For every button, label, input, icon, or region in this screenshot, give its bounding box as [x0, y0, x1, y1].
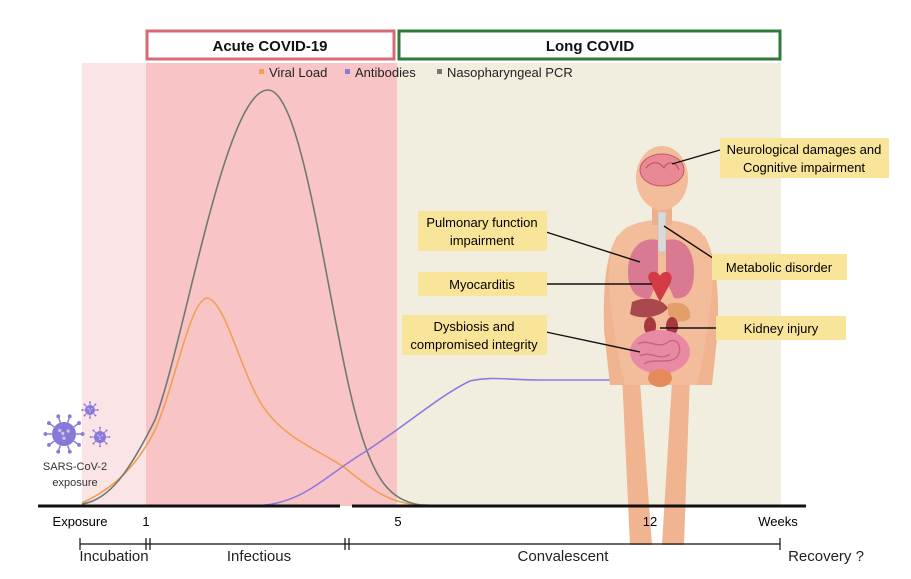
tick-label-exposure: Exposure [53, 514, 108, 529]
acute-region [146, 63, 397, 506]
callout-dysbiosis-line1: Dysbiosis and [434, 319, 515, 334]
acute-covid-label: Acute COVID-19 [212, 38, 327, 55]
callout-dysbiosis-line2: compromised integrity [410, 337, 538, 352]
callout-dysbiosis: Dysbiosis and compromised integrity [402, 315, 547, 355]
stage-labels: Incubation Infectious Convalescent Recov… [79, 548, 864, 565]
callout-kidney: Kidney injury [716, 316, 846, 340]
acute-covid-header: Acute COVID-19 [145, 29, 396, 61]
legend-label-antibodies: Antibodies [355, 65, 416, 80]
timeline-axis: Exposure 1 5 12 Weeks [38, 504, 806, 529]
long-covid-header: Long COVID [397, 29, 782, 61]
tick-label-week-5: 5 [394, 514, 401, 529]
callout-pulmonary-line2: impairment [450, 233, 515, 248]
brain-icon [639, 153, 685, 187]
virus-label-line1: SARS-CoV-2 [43, 461, 107, 473]
legend-swatch-antibodies [345, 69, 350, 74]
callout-neurological-line1: Neurological damages and [727, 142, 882, 157]
virus-label-line2: exposure [52, 477, 97, 489]
legend-swatch-pcr [437, 69, 442, 74]
long-covid-label: Long COVID [546, 38, 634, 55]
heart-icon [648, 271, 672, 302]
callout-myocarditis-label: Myocarditis [449, 277, 515, 292]
stage-axis [79, 538, 781, 550]
stage-label-infectious: Infectious [227, 548, 291, 565]
viral-load-curve [81, 297, 441, 507]
virus-icon [43, 414, 85, 454]
callout-connectors [545, 149, 726, 353]
callout-kidney-label: Kidney injury [744, 321, 819, 336]
virus-icon-small [81, 401, 99, 419]
callout-metabolic: Metabolic disorder [712, 254, 847, 280]
legend: Viral Load Antibodies Nasopharyngeal PCR [259, 65, 573, 80]
callout-metabolic-label: Metabolic disorder [726, 260, 833, 275]
callout-neurological-line2: Cognitive impairment [743, 160, 865, 175]
tick-label-week-1: 1 [142, 514, 149, 529]
incubation-region [82, 63, 146, 506]
stage-label-convalescent: Convalescent [518, 548, 610, 565]
callout-neurological: Neurological damages and Cognitive impai… [720, 138, 889, 178]
antibodies-curve [82, 377, 618, 507]
legend-swatch-viral-load [259, 69, 264, 74]
tick-label-weeks: Weeks [758, 514, 798, 529]
stage-label-incubation: Incubation [79, 548, 148, 565]
nasopharyngeal-pcr-curve [81, 89, 461, 507]
stage-label-recovery: Recovery ? [788, 548, 864, 565]
callout-pulmonary-line1: Pulmonary function [426, 215, 537, 230]
callout-pulmonary: Pulmonary function impairment [418, 211, 547, 251]
legend-label-viral-load: Viral Load [269, 65, 327, 80]
legend-label-pcr: Nasopharyngeal PCR [447, 65, 573, 80]
kidney-icon [644, 317, 656, 335]
virus-icon-small [89, 426, 111, 448]
callout-myocarditis: Myocarditis [418, 272, 547, 296]
tick-label-week-12: 12 [643, 514, 657, 529]
